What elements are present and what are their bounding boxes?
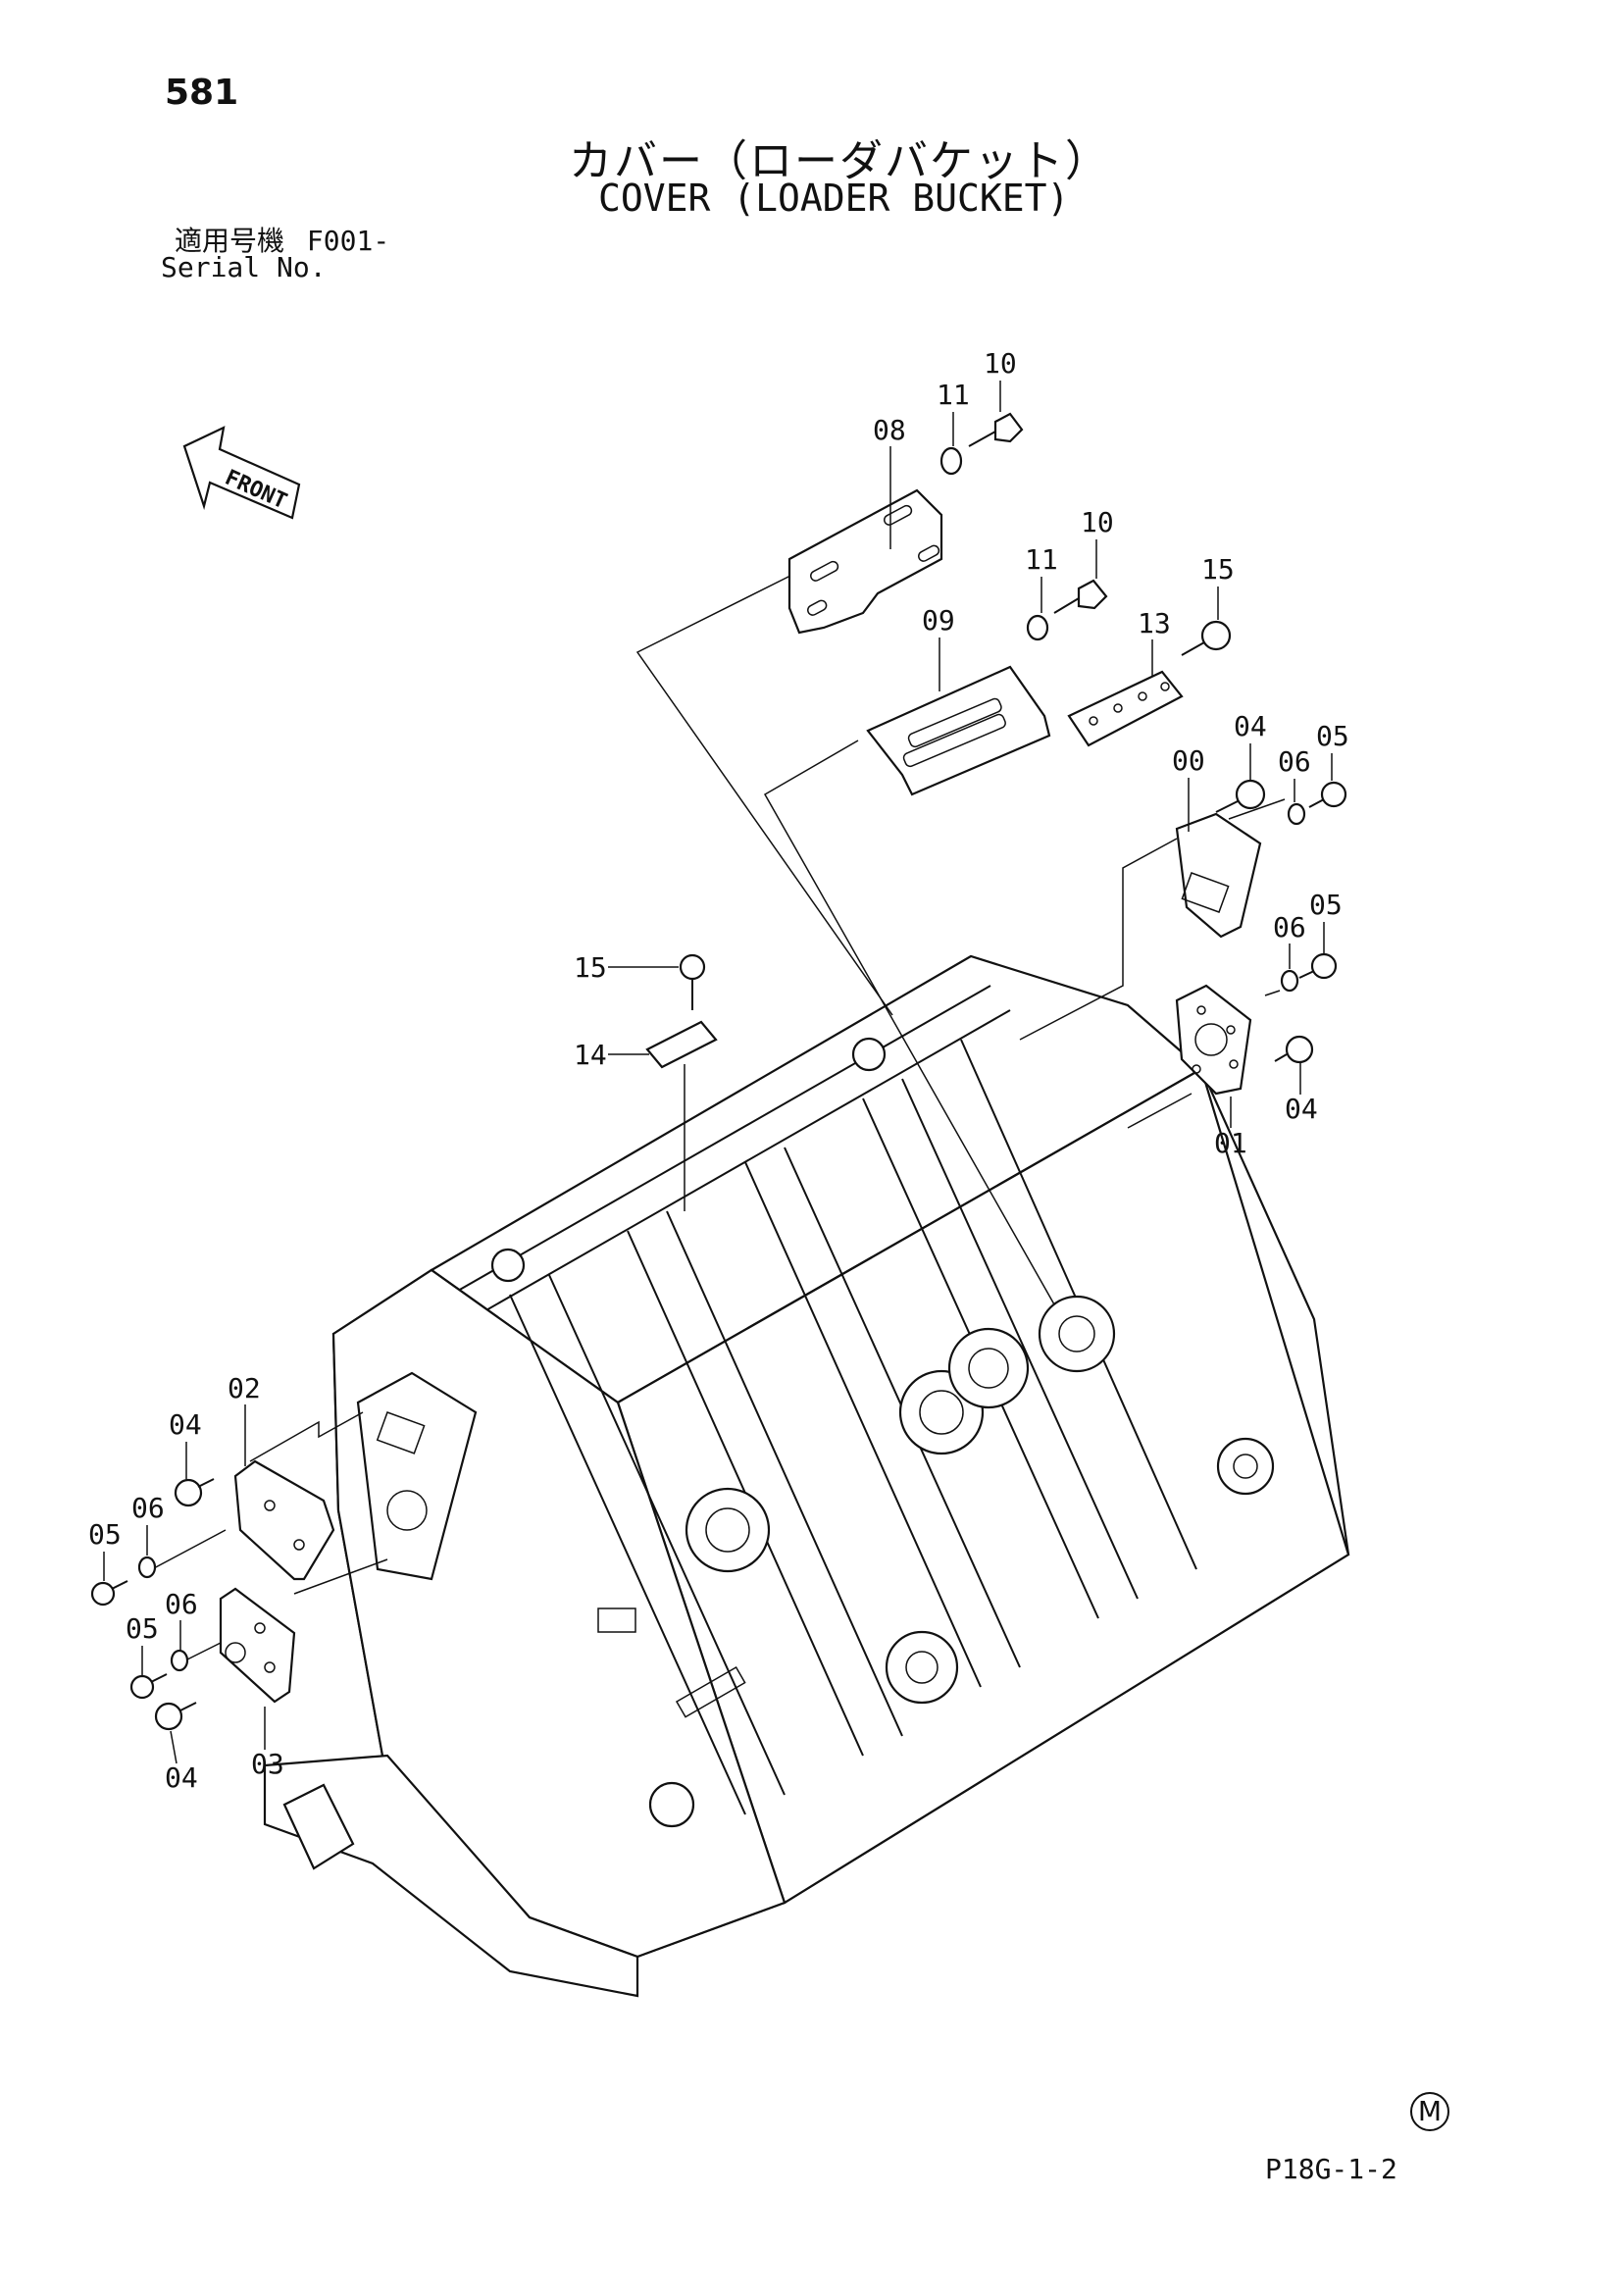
- callout-11: 11: [937, 379, 970, 411]
- page-number: 581: [165, 73, 239, 113]
- callout-06: 06: [165, 1588, 198, 1620]
- callout-04: 04: [165, 1761, 198, 1794]
- bolt-icon: [968, 412, 1024, 447]
- callout-08: 08: [873, 414, 906, 446]
- callout-05: 05: [1309, 889, 1343, 921]
- cover-part-03: [219, 1587, 296, 1704]
- callout-05: 05: [88, 1518, 122, 1551]
- callout-00: 00: [1172, 744, 1205, 777]
- cover-part-02: [233, 1459, 335, 1581]
- serial-value: F001-: [306, 225, 390, 257]
- callout-15: 15: [574, 951, 607, 984]
- title-english: COVER (LOADER BUCKET): [598, 177, 1070, 220]
- callout-04: 04: [1285, 1093, 1318, 1125]
- callout-03: 03: [251, 1748, 284, 1780]
- front-arrow-icon: FRONT: [182, 426, 301, 520]
- flange-bolt-icon: [679, 953, 706, 1010]
- plate-part-13: [1067, 670, 1184, 747]
- flange-bolt-icon: [1274, 1035, 1314, 1064]
- bolt-icon: [1308, 781, 1347, 808]
- bolt-icon: [1298, 952, 1338, 980]
- callout-02: 02: [228, 1372, 261, 1404]
- callout-10: 10: [984, 347, 1017, 380]
- bolt-icon: [1053, 579, 1108, 614]
- callout-14: 14: [574, 1039, 607, 1071]
- callout-11: 11: [1025, 543, 1058, 576]
- washer-icon: [137, 1556, 157, 1579]
- title-japanese: カバー（ローダバケット）: [569, 136, 1110, 186]
- callout-04: 04: [1234, 710, 1267, 742]
- cover-part-09: [866, 665, 1051, 796]
- callout-10: 10: [1081, 506, 1114, 538]
- washer-icon: [1280, 969, 1299, 993]
- serial-label-japanese: 適用号機 F001-: [175, 220, 389, 259]
- serial-label-english: Serial No.: [161, 251, 327, 283]
- cover-part-08: [787, 488, 943, 635]
- loader-bucket-body: [263, 954, 1350, 1998]
- callout-05: 05: [1316, 720, 1349, 752]
- bracket-part-14: [645, 1020, 718, 1069]
- callout-06: 06: [1278, 745, 1311, 778]
- revision-mark: M: [1410, 2092, 1449, 2131]
- cover-part-00: [1175, 812, 1262, 939]
- washer-icon: [939, 446, 963, 476]
- washer-icon: [1287, 802, 1306, 826]
- callout-06: 06: [131, 1492, 165, 1524]
- cover-part-01: [1175, 984, 1252, 1096]
- callout-04: 04: [169, 1408, 202, 1441]
- callout-01: 01: [1214, 1127, 1247, 1159]
- serial-label-ja-text: 適用号機: [175, 225, 285, 257]
- washer-icon: [1026, 614, 1049, 641]
- callout-13: 13: [1138, 607, 1171, 639]
- bolt-icon: [129, 1673, 168, 1700]
- leader-lines: [151, 548, 1286, 1663]
- bolt-icon: [90, 1580, 128, 1607]
- flange-bolt-icon: [174, 1478, 215, 1507]
- flange-bolt-icon: [1181, 620, 1232, 656]
- drawing-code: P18G-1-2: [1265, 2153, 1397, 2185]
- callout-15: 15: [1201, 553, 1235, 586]
- callout-06: 06: [1273, 911, 1306, 944]
- callout-labels: 08 11 10 11 10 09 13 15 00 04 06 05 06 0…: [88, 347, 1349, 1794]
- callout-09: 09: [922, 604, 955, 637]
- callout-05: 05: [126, 1612, 159, 1645]
- flange-bolt-icon: [1215, 779, 1266, 813]
- flange-bolt-icon: [154, 1702, 197, 1731]
- washer-icon: [170, 1649, 189, 1672]
